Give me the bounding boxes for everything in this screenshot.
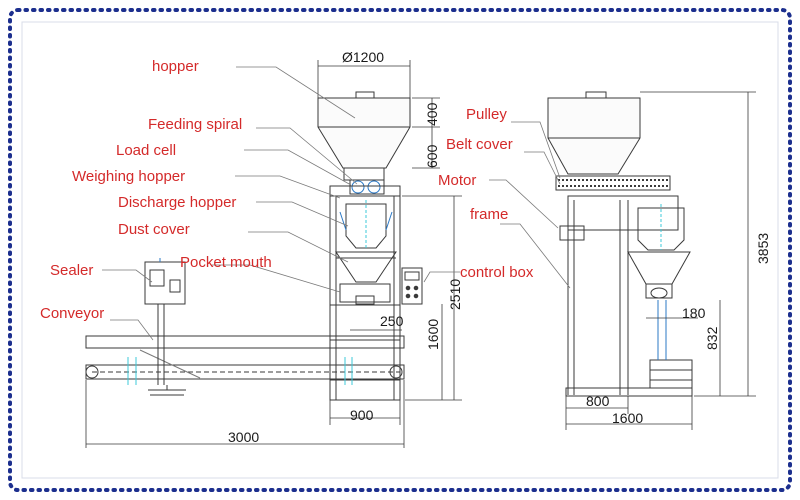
dim-400: 400	[424, 102, 440, 126]
dim-832: 832	[704, 326, 720, 350]
dimension-lines	[85, 60, 756, 448]
dim-3000: 3000	[228, 429, 259, 445]
dim-2510: 2510	[447, 279, 463, 310]
dim-250: 250	[380, 313, 404, 329]
label-dust-cover: Dust cover	[118, 221, 190, 238]
label-hopper: hopper	[152, 58, 199, 75]
leader-lines	[102, 66, 571, 341]
label-feeding-spiral: Feeding spiral	[148, 116, 243, 133]
label-weighing-hopper: Weighing hopper	[72, 168, 186, 185]
label-motor: Motor	[438, 172, 477, 189]
front-view	[85, 91, 423, 401]
label-load-cell: Load cell	[116, 142, 177, 159]
side-view	[547, 91, 693, 397]
label-control-box: control box	[460, 264, 534, 281]
dim-1600-side: 1600	[612, 410, 643, 426]
label-conveyor: Conveyor	[40, 305, 105, 322]
dim-1600-front: 1600	[425, 319, 441, 350]
feeding-spiral-circle-left	[351, 180, 365, 194]
label-pocket-mouth: Pocket mouth	[180, 254, 272, 271]
dim-900: 900	[350, 407, 374, 423]
label-discharge-hopper: Discharge hopper	[118, 194, 237, 211]
dim-800: 800	[586, 393, 610, 409]
feeding-spiral-circle-right	[367, 180, 381, 194]
label-frame: frame	[470, 206, 509, 223]
dim-3853: 3853	[755, 233, 771, 264]
label-pulley: Pulley	[466, 106, 507, 123]
dim-600: 600	[424, 144, 440, 168]
dim-180: 180	[682, 305, 706, 321]
dim-top-diameter: Ø1200	[342, 49, 384, 65]
label-sealer: Sealer	[50, 262, 94, 279]
label-belt-cover: Belt cover	[446, 136, 513, 153]
